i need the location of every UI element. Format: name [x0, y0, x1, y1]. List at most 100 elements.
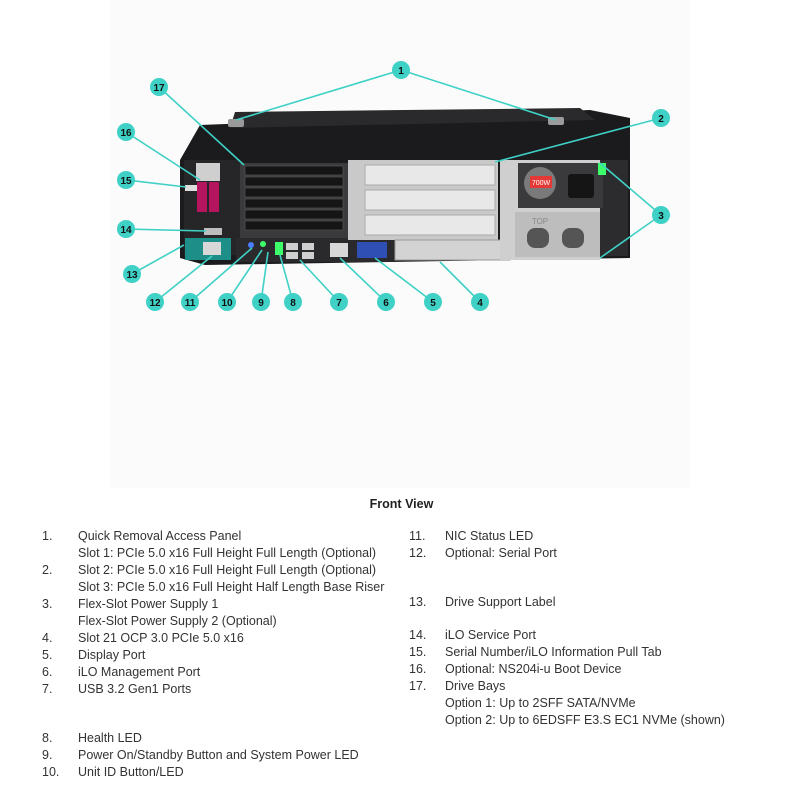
legend-item: 10. Unit ID Button/LED: [42, 764, 402, 781]
legend-item: 5.Display Port: [42, 647, 402, 664]
legend-item: 13. Drive Support Label: [409, 594, 789, 611]
drive-bay: [244, 220, 344, 231]
legend-number: 4.: [42, 631, 53, 645]
legend-text: Option 1: Up to 2SFF SATA/NVMe: [445, 696, 636, 710]
legend-number: 6.: [42, 665, 53, 679]
callout-1: 1: [392, 61, 410, 79]
nic-status-led: [248, 242, 254, 248]
power-inlet: [568, 174, 594, 198]
svg-text:9: 9: [258, 298, 264, 309]
psu-rating-text: 700W: [532, 180, 551, 187]
legend-item: 12. Optional: Serial Port: [409, 545, 789, 562]
legend-text: Option 2: Up to 6EDSFF E3.S EC1 NVMe (sh…: [445, 713, 725, 727]
legend-text: Flex-Slot Power Supply 2 (Optional): [78, 614, 277, 628]
ilo-management-port: [330, 243, 348, 257]
drive-bay: [244, 209, 344, 220]
psu-blank-hole: [562, 228, 584, 248]
callout-11: 11: [181, 293, 199, 311]
legend-number: 16.: [409, 662, 427, 676]
legend-number: 15.: [409, 645, 427, 659]
legend-number: 2.: [42, 563, 53, 577]
legend-text: Health LED: [78, 731, 142, 745]
psu-led: [598, 163, 606, 175]
legend-number: 12.: [409, 546, 427, 560]
legend-number: 3.: [42, 597, 53, 611]
legend-number: 1.: [42, 529, 53, 543]
usb-port: [302, 252, 314, 259]
uid-led: [260, 241, 266, 247]
usb-port: [286, 252, 298, 259]
legend-number: 11.: [409, 529, 426, 543]
svg-text:7: 7: [336, 298, 342, 309]
svg-text:2: 2: [658, 114, 664, 125]
svg-text:14: 14: [120, 225, 132, 236]
legend-right-column: 11.NIC Status LED 12.Optional: Serial Po…: [409, 528, 789, 729]
legend-number: 13.: [409, 595, 427, 609]
svg-text:11: 11: [185, 298, 196, 309]
legend-text: Unit ID Button/LED: [78, 765, 184, 779]
legend-number: 7.: [42, 682, 53, 696]
legend-item: 16. Optional: NS204i-u Boot Device: [409, 661, 789, 678]
legend-text: Slot 1: PCIe 5.0 x16 Full Height Full Le…: [78, 546, 377, 560]
psu-rating-label: [530, 176, 552, 188]
svg-text:17: 17: [153, 83, 165, 94]
boot-device-latch: [197, 182, 207, 212]
drive-bay: [244, 176, 344, 187]
callout-12: 12: [146, 293, 164, 311]
legend-text: Drive Support Label: [445, 595, 556, 609]
pull-tab: [185, 185, 197, 191]
svg-text:8: 8: [290, 298, 296, 309]
leader-lines: [125, 69, 662, 303]
svg-text:4: 4: [477, 298, 483, 309]
usb-port: [302, 243, 314, 250]
callout-6: 6: [377, 293, 395, 311]
callout-8: 8: [284, 293, 302, 311]
legend-number: 14.: [409, 628, 427, 642]
svg-text:16: 16: [120, 128, 132, 139]
legend-text: USB 3.2 Gen1 Ports: [78, 682, 192, 696]
pcie-slot-2: [364, 189, 496, 211]
legend-text: iLO Management Port: [78, 665, 201, 679]
legend-text: Optional: Serial Port: [445, 546, 557, 560]
usb-port: [286, 243, 298, 250]
pcie-slot-3: [364, 214, 496, 236]
pcie-slots: [348, 160, 511, 261]
pcie-slot-1: [364, 164, 496, 186]
svg-text:1: 1: [398, 66, 404, 77]
callout-15: 15: [117, 171, 135, 189]
display-port: [357, 242, 387, 258]
legend-text: Display Port: [78, 648, 146, 662]
callout-7: 7: [330, 293, 348, 311]
legend-text: Drive Bays: [445, 679, 506, 693]
legend-item: 8. Health LED: [42, 730, 402, 747]
legend-text: Slot 3: PCIe 5.0 x16 Full Height Half Le…: [78, 580, 385, 594]
svg-text:5: 5: [430, 298, 436, 309]
server-rear-diagram: 700W TOP 1 2 3 4 5 6 7 8 9 10 11 12: [117, 61, 670, 311]
power-button: [275, 242, 283, 255]
legend-item: 2. Slot 2: PCIe 5.0 x16 Full Height Full …: [42, 562, 402, 596]
legend-item: 4.Slot 21 OCP 3.0 PCIe 5.0 x16: [42, 630, 402, 647]
figure-caption: Front View: [369, 497, 434, 511]
legend-number: 10.: [42, 765, 60, 779]
boot-device-latch-2: [209, 182, 219, 212]
power-supplies: 700W TOP: [500, 160, 606, 260]
top-label: TOP: [532, 217, 548, 226]
callout-5: 5: [424, 293, 442, 311]
legend-text: Optional: NS204i-u Boot Device: [445, 662, 622, 676]
svg-text:13: 13: [126, 270, 138, 281]
access-panel-latch-left: [228, 119, 244, 127]
legend-number: 8.: [42, 731, 53, 745]
drive-bay: [244, 187, 344, 198]
callout-10: 10: [218, 293, 236, 311]
legend-number: 17.: [409, 679, 427, 693]
callout-14: 14: [117, 220, 135, 238]
legend-text: Slot 2: PCIe 5.0 x16 Full Height Full Le…: [78, 563, 377, 577]
legend-text: Serial Number/iLO Information Pull Tab: [445, 645, 662, 659]
callout-16: 16: [117, 123, 135, 141]
legend-item: 6. iLO Management Port: [42, 664, 402, 681]
callout-13: 13: [123, 265, 141, 283]
legend-item: 7. USB 3.2 Gen1 Ports: [42, 681, 402, 698]
